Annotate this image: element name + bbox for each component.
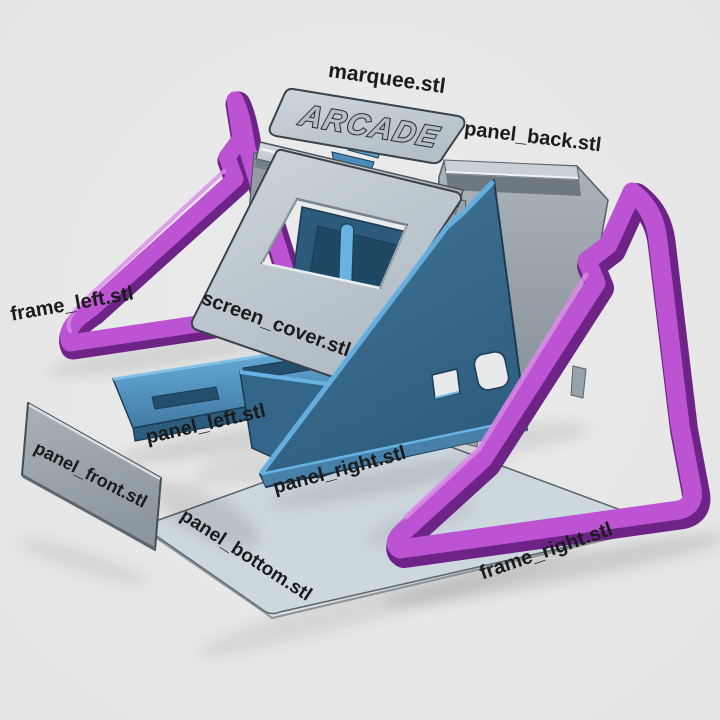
panel-right-strip-edge (260, 417, 525, 476)
window-edge-shadow (379, 224, 408, 289)
frame-right-highlight (403, 272, 589, 520)
panel-bottom-edge-thickness (141, 527, 648, 620)
panel-back-specular (445, 171, 579, 179)
panel-right-edge-highlight (259, 180, 495, 475)
panel-right-hole-edge (434, 391, 460, 399)
panel-right-bottom-strip (261, 419, 527, 486)
shadow-frame-right (383, 534, 720, 606)
panel-front-top-edge (28, 403, 161, 481)
window-edge-shadow (296, 197, 408, 227)
window-edge-shadow (261, 198, 298, 264)
shadow-on-sheet (151, 480, 259, 550)
panel-left-slot (151, 386, 220, 410)
part-screen-cover: screen_cover.stl (190, 141, 467, 380)
frame-left-highlight (66, 169, 226, 333)
panel-right-rounded-hole (473, 351, 510, 391)
shadow-on-sheet (267, 453, 513, 507)
panel-front-face (21, 402, 162, 551)
marquee-plate (268, 87, 466, 165)
frame-right-top-faces (386, 182, 702, 559)
part-panel-right: panel_right.stl (259, 179, 528, 499)
window-edge-light (261, 261, 381, 290)
panel-right-square-hole (431, 368, 461, 400)
panel-back-foot (570, 365, 587, 399)
panel-back-fold-band (446, 174, 581, 196)
panel-front-bottom-edge (22, 474, 156, 551)
shadow-sheet (197, 540, 583, 656)
shadow-panel-front (18, 538, 152, 586)
part-frame-right (386, 182, 711, 568)
